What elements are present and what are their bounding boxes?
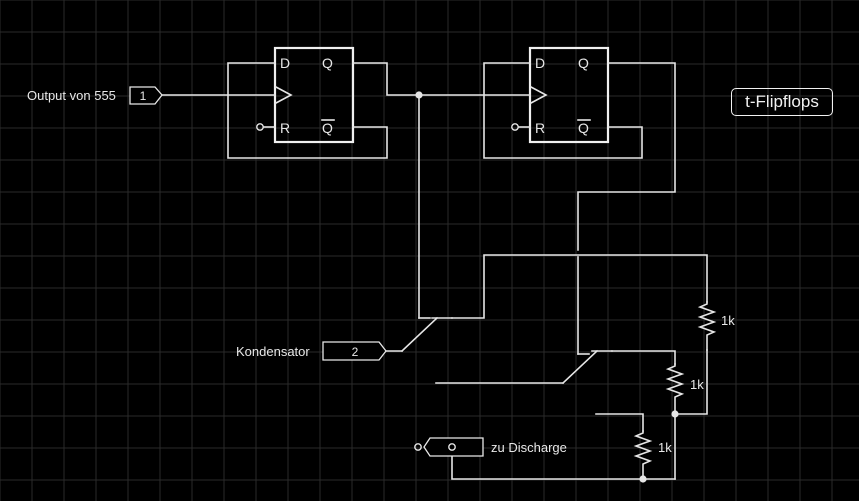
flipflop-2-d-label: D bbox=[535, 55, 545, 71]
output-connector[interactable] bbox=[414, 437, 484, 457]
feedback-wire-1 bbox=[227, 62, 388, 159]
switch-1[interactable] bbox=[385, 254, 708, 353]
switch-1-blade bbox=[400, 316, 439, 353]
flipflop-1-wires bbox=[161, 62, 531, 319]
r1-bottom-wire bbox=[674, 349, 708, 415]
resistor-1-label: 1k bbox=[721, 313, 735, 328]
diagram-title: t-Flipflops bbox=[731, 88, 833, 116]
junction-dot-3 bbox=[639, 475, 647, 483]
q-wire-1 bbox=[352, 62, 531, 96]
switch-2-right-wire bbox=[611, 350, 676, 365]
output-left-pin bbox=[414, 443, 422, 451]
junction-dot-2 bbox=[671, 410, 679, 418]
reset-pin-2[interactable] bbox=[511, 123, 519, 131]
input-1-label: Output von 555 bbox=[27, 88, 116, 103]
input-1-tag bbox=[129, 86, 163, 105]
reset-pin-1[interactable] bbox=[256, 123, 264, 131]
output-label: zu Discharge bbox=[491, 440, 567, 455]
resistor-1[interactable] bbox=[697, 301, 717, 351]
output-inner-pin bbox=[448, 443, 456, 451]
flipflop-1-r-label: R bbox=[280, 120, 290, 136]
input-2-tag bbox=[322, 341, 387, 361]
resistor-2-label: 1k bbox=[690, 377, 704, 392]
flipflop-2-qbar-label: Q bbox=[578, 120, 589, 136]
flipflop-1-qbar-label: Q bbox=[322, 120, 333, 136]
resistor-1-symbol bbox=[697, 301, 717, 351]
flipflop-1-d-label: D bbox=[280, 55, 290, 71]
output-tag bbox=[423, 437, 484, 457]
resistor-2[interactable] bbox=[665, 363, 685, 415]
input-2-number: 2 bbox=[352, 345, 359, 359]
input-2-label: Kondensator bbox=[236, 344, 310, 359]
resistor-3-label: 1k bbox=[658, 440, 672, 455]
switch-1-supply-wire bbox=[451, 254, 708, 319]
input-connector-1[interactable]: 1 bbox=[129, 86, 163, 105]
flipflop-2-r-label: R bbox=[535, 120, 545, 136]
flipflop-2-q-label: Q bbox=[578, 55, 589, 71]
input-1-number: 1 bbox=[140, 89, 147, 103]
ground-rail bbox=[451, 446, 676, 480]
flipflop-1-clock-icon bbox=[274, 85, 293, 105]
feedback-wire-2 bbox=[483, 62, 643, 159]
flipflop-2-wires bbox=[483, 62, 676, 355]
resistor-2-symbol bbox=[665, 363, 685, 415]
resistor-3-symbol bbox=[633, 430, 653, 480]
switch-2-blade bbox=[561, 349, 599, 385]
discharge-network bbox=[451, 349, 708, 483]
q-wire-2 bbox=[577, 62, 676, 251]
resistor-3[interactable] bbox=[633, 430, 653, 480]
switch-2[interactable] bbox=[435, 349, 676, 385]
r3-top-wire bbox=[595, 413, 644, 432]
flipflop-2-clock-icon bbox=[529, 85, 548, 105]
flipflop-1-q-label: Q bbox=[322, 55, 333, 71]
input-connector-2[interactable]: 2 bbox=[322, 341, 387, 361]
